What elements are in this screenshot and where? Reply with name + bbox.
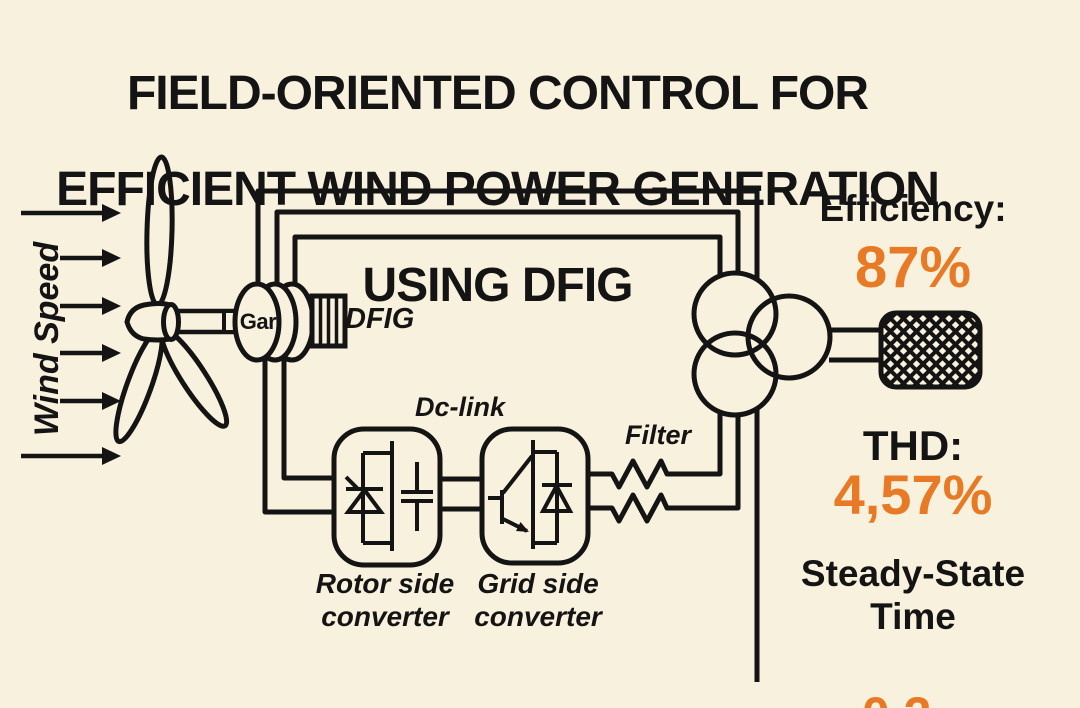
wind-arrow <box>60 297 121 315</box>
title-line-1: FIELD-ORIENTED CONTROL FOR <box>126 67 869 120</box>
thyristor-symbol <box>344 475 385 514</box>
steady-state-value: 0,2 s <box>777 628 1049 708</box>
title-line-2: EFFICIENT WIND POWER GENERATION <box>56 163 940 216</box>
efficiency-label: Efficiency: <box>819 188 1007 229</box>
efficiency-value: 87% <box>854 235 972 300</box>
capacitor-symbol <box>401 462 433 531</box>
transformer-winding-1 <box>691 270 779 358</box>
wind-arrow <box>60 392 121 410</box>
steady-state-label: Steady-State Time <box>800 553 1026 637</box>
wind-arrow <box>60 249 121 267</box>
stator-line-3-filter-top <box>292 234 723 490</box>
rotor-converter-label: Rotor side converter <box>315 568 455 632</box>
grid-converter-label: Grid side converter <box>474 568 602 632</box>
grid-connection-wires <box>829 327 881 363</box>
page-title: FIELD-ORIENTED CONTROL FOR EFFICIENT WIN… <box>40 22 955 358</box>
gearbox-face <box>232 281 282 363</box>
rotor-side-converter <box>331 426 443 568</box>
wind-turbine <box>113 154 236 445</box>
diode-symbol <box>539 481 574 513</box>
title-line-3: USING DFIG <box>362 259 633 312</box>
hub-ring <box>161 302 181 342</box>
dc-link-wires <box>440 476 482 512</box>
wind-arrow <box>60 344 121 362</box>
gearbox <box>222 281 348 363</box>
rotor-wire-1 <box>262 356 334 515</box>
dfig-label: DFIG <box>345 303 415 335</box>
wind-arrows <box>21 204 121 465</box>
grid-symbol <box>878 310 983 390</box>
filter-label: Filter <box>624 420 691 450</box>
grid-side-converter <box>479 426 591 566</box>
transformer-winding-3 <box>691 330 779 418</box>
stator-line-2-filter-bottom <box>274 209 741 524</box>
stator-line-1 <box>255 188 760 682</box>
wind-arrow <box>21 204 121 222</box>
igbt-symbol <box>488 454 534 533</box>
steady-state-unit: s <box>945 702 964 708</box>
dc-link-label: Dc-link <box>414 392 506 422</box>
wind-arrow <box>21 447 121 465</box>
thd-label: THD: <box>862 422 964 469</box>
circuit-wiring <box>255 188 881 682</box>
steady-state-number: 0,2 <box>862 687 932 708</box>
rotor-wire-2 <box>281 356 334 481</box>
transformer <box>691 270 833 418</box>
wind-speed-label: Wind Speed <box>28 241 66 437</box>
thd-value: 4,57% <box>833 463 993 526</box>
gearbox-label: Gar <box>239 309 277 334</box>
